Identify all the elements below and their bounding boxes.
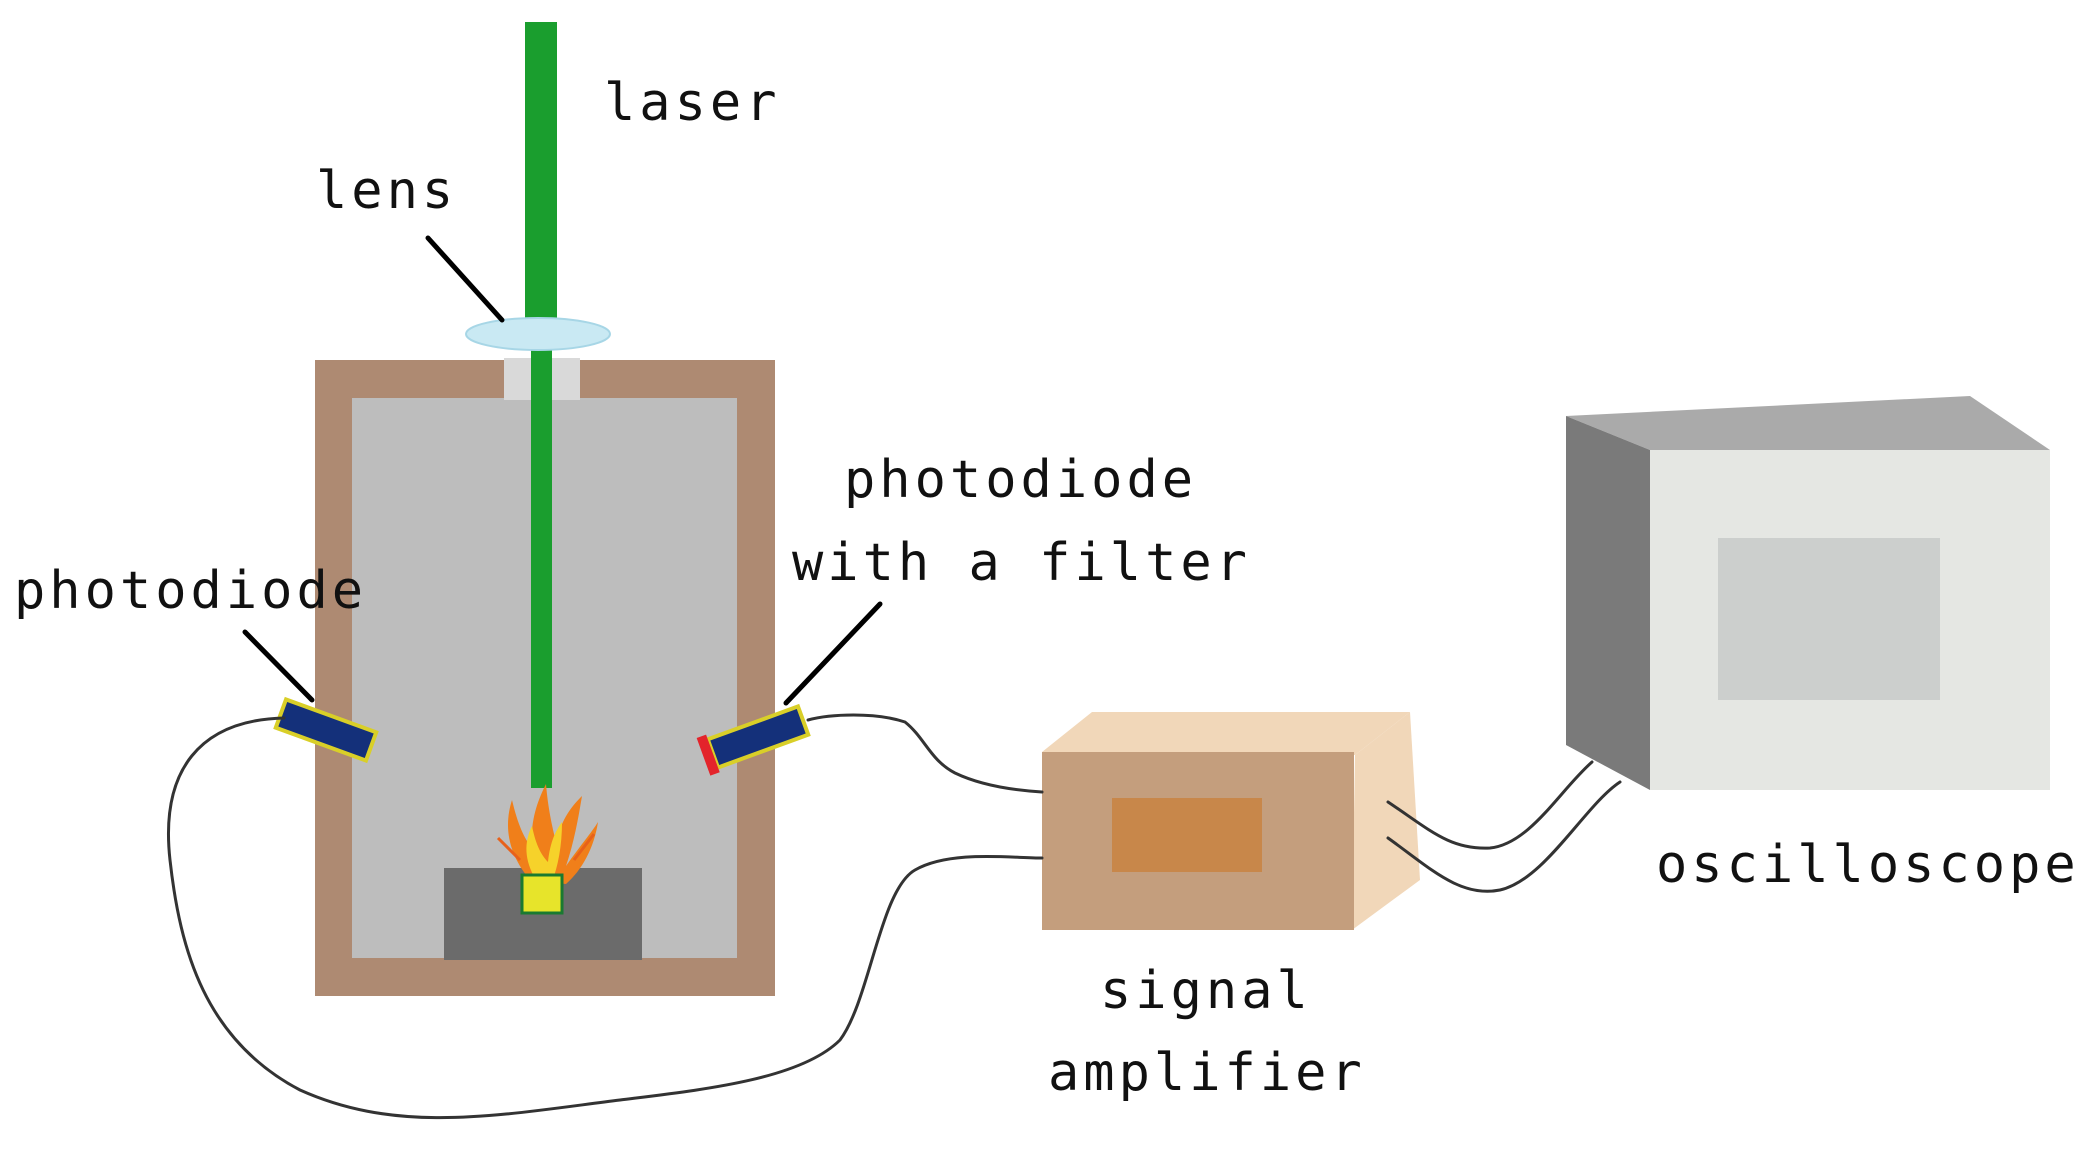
signal-amplifier	[1042, 712, 1420, 930]
label-laser: laser	[604, 73, 781, 133]
amplifier-side	[1352, 712, 1420, 930]
cable-filter-photodiode-to-amplifier	[806, 713, 1044, 794]
cable-left-photodiode-to-amplifier	[167, 716, 1044, 1120]
label-photodiode-filter-line2: with a filter	[792, 533, 1251, 593]
laser-beam	[525, 22, 557, 788]
optical-filter	[696, 734, 720, 776]
lens-element	[465, 317, 611, 351]
leader-photodiode-filter	[783, 601, 883, 706]
plasma-flame-icon	[496, 784, 598, 884]
leader-photodiode	[242, 629, 315, 703]
cables	[167, 713, 1622, 1120]
label-amplifier-line1: signal	[1100, 961, 1312, 1021]
cable-amplifier-to-oscilloscope-2	[1386, 780, 1622, 893]
sample	[520, 873, 564, 915]
laser-beam-lower	[531, 348, 552, 788]
label-photodiode-filter-line1: photodiode	[844, 450, 1197, 510]
label-oscilloscope: oscilloscope	[1656, 835, 2080, 895]
oscilloscope	[1566, 396, 2050, 790]
amplifier-top	[1042, 712, 1410, 755]
photodiode-left	[273, 696, 379, 764]
amplifier-window	[1112, 798, 1262, 872]
laser-beam-upper	[525, 22, 557, 330]
label-amplifier-line2: amplifier	[1048, 1043, 1366, 1103]
leader-lens	[425, 235, 505, 323]
photodiode-filter	[696, 703, 811, 776]
oscilloscope-top	[1566, 396, 2050, 450]
oscilloscope-screen	[1718, 538, 1940, 700]
oscilloscope-side	[1566, 416, 1650, 790]
label-photodiode: photodiode	[14, 561, 367, 621]
cable-amplifier-to-oscilloscope-1	[1386, 760, 1594, 850]
label-lens: lens	[316, 161, 457, 221]
